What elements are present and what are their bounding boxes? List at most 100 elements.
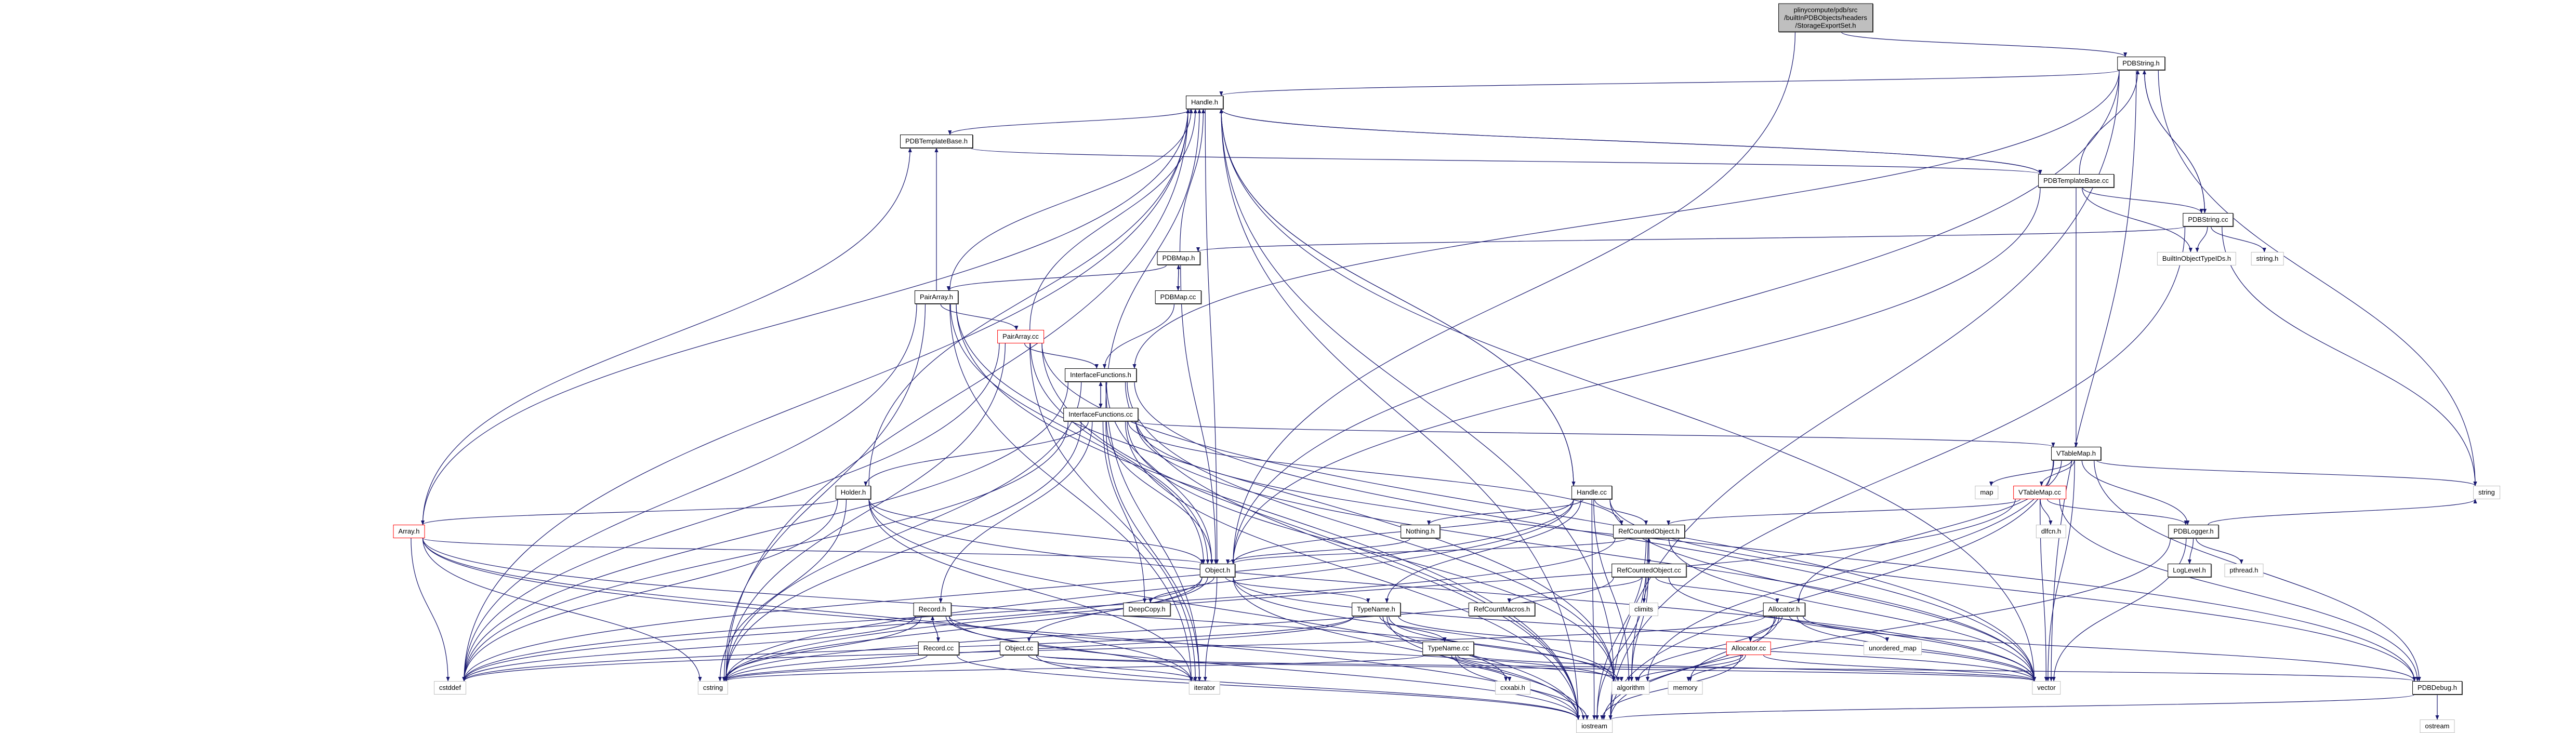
edge-interfacefunctions-h-to-cstring — [724, 381, 1082, 682]
edge-interfacefunctions-cc-to-cstddef — [462, 421, 1068, 682]
edge-object-h-to-deepcopy-h — [1148, 577, 1214, 603]
node-cstddef: cstddef — [434, 681, 466, 695]
node-refcountedobject-h[interactable]: RefCountedObject.h — [1613, 525, 1685, 538]
node-pdbmap-cc[interactable]: PDBMap.cc — [1155, 290, 1201, 304]
node-pdbdebug-h[interactable]: PDBDebug.h — [2412, 681, 2462, 695]
node-allocator-h[interactable]: Allocator.h — [1763, 603, 1805, 616]
node-algorithm: algorithm — [1611, 681, 1650, 695]
node-vector: vector — [2032, 681, 2061, 695]
node-object-h[interactable]: Object.h — [1199, 564, 1236, 577]
node-interfacefunctions-cc[interactable]: InterfaceFunctions.cc — [1063, 408, 1138, 421]
node-holder-h[interactable]: Holder.h — [835, 486, 871, 499]
edge-object-h-to-algorithm — [1233, 577, 1616, 682]
edge-record-h-to-cstring — [722, 616, 922, 682]
edge-pairarray-h-to-iterator — [949, 303, 1193, 682]
edge-pdblogger-h-to-vector — [2052, 538, 2187, 682]
edge-pdbtemplatebase-cc-to-pdbstring-cc — [2082, 187, 2203, 214]
node-pairarray-cc[interactable]: PairArray.cc — [997, 330, 1044, 343]
edge-interfacefunctions-cc-to-algorithm — [1127, 421, 1616, 682]
node-nothing-h[interactable]: Nothing.h — [1401, 525, 1440, 538]
edge-handle-h-to-pdbtemplatebase-h — [948, 109, 1192, 135]
edge-array-h-to-pdbtemplatebase-h — [422, 148, 912, 525]
edge-allocator-h-to-cstddef — [462, 616, 1766, 682]
edge-pdblogger-h-to-loglevel-h — [2187, 538, 2194, 564]
edge-object-h-to-typename-h — [1225, 577, 1370, 603]
edge-vtablemap-cc-to-cstring — [724, 499, 2016, 682]
edge-pdbtemplatebase-cc-to-builtinobjecttypeids-h — [2082, 187, 2192, 252]
edge-pdbmap-cc-to-interfacefunctions-h — [1102, 303, 1175, 369]
edge-allocator-h-to-unordered-map — [1789, 616, 1890, 642]
edge-pdbmap-h-to-object-h — [1180, 264, 1218, 564]
node-builtinobjecttypeids-h: BuiltInObjectTypeIDs.h — [2157, 252, 2237, 265]
node-typename-cc[interactable]: TypeName.cc — [1422, 642, 1474, 655]
edge-object-cc-to-iostream — [1036, 655, 1580, 720]
node-iterator: iterator — [1188, 681, 1221, 695]
node-ostream: ostream — [2420, 719, 2455, 733]
edge-record-cc-to-iostream — [956, 655, 1580, 720]
edge-pdbmap-h-to-handle-h — [1179, 109, 1206, 252]
edge-handle-h-to-pdbtemplatebase-cc — [1221, 109, 2042, 175]
edge-pairarray-cc-to-cstring — [724, 343, 1006, 682]
node-object-cc[interactable]: Object.cc — [999, 642, 1039, 655]
edge-object-cc-to-vector — [1036, 655, 2036, 682]
edge-typename-h-to-iostream — [1386, 616, 1586, 720]
node-pdbstring-cc[interactable]: PDBString.cc — [2183, 213, 2234, 226]
node-loglevel-h[interactable]: LogLevel.h — [2168, 564, 2211, 577]
node-record-h[interactable]: Record.h — [913, 603, 952, 616]
edge-object-h-to-cstddef — [462, 577, 1203, 682]
node-pdbtemplatebase-h[interactable]: PDBTemplateBase.h — [900, 135, 973, 148]
edge-vtablemap-cc-to-refcountedobject-h — [1667, 499, 2020, 525]
node-string: string — [2473, 486, 2500, 499]
node-vtablemap-cc[interactable]: VTableMap.cc — [2013, 486, 2066, 499]
node-vtablemap-h[interactable]: VTableMap.h — [2051, 447, 2101, 460]
node-refcountedobject-cc[interactable]: RefCountedObject.cc — [1611, 564, 1686, 577]
edge-pdbstring-cc-to-string-h — [2211, 226, 2266, 252]
edge-refcountedobject-h-to-object-h — [1231, 538, 1628, 564]
node-interfacefunctions-h[interactable]: InterfaceFunctions.h — [1065, 368, 1137, 382]
edge-pairarray-h-to-pairarray-cc — [940, 303, 1019, 330]
edge-interfacefunctions-cc-to-cstring — [724, 421, 1082, 682]
node-refcountmacros-h[interactable]: RefCountMacros.h — [1468, 603, 1536, 616]
edge-handle-h-to-algorithm — [1221, 109, 1616, 682]
edge-allocator-h-to-algorithm — [1636, 616, 1777, 682]
edge-root-to-object-h — [1231, 32, 1796, 564]
edge-holder-h-to-iterator — [868, 499, 1193, 682]
node-handle-cc[interactable]: Handle.cc — [1571, 486, 1612, 499]
node-array-h[interactable]: Array.h — [393, 525, 425, 538]
node-handle-h[interactable]: Handle.h — [1185, 96, 1224, 109]
edge-typename-cc-to-vector — [1471, 655, 2036, 682]
node-map: map — [1975, 486, 1999, 499]
edge-pdbstring-h-to-iostream — [1608, 70, 2120, 720]
node-allocator-cc[interactable]: Allocator.cc — [1726, 642, 1772, 655]
node-typename-h[interactable]: TypeName.h — [1352, 603, 1401, 616]
edge-holder-h-to-array-h — [421, 499, 838, 525]
node-pdbstring-h[interactable]: PDBString.h — [2117, 57, 2165, 70]
edge-pairarray-h-to-cstddef — [462, 303, 917, 682]
edge-interfacefunctions-h-to-algorithm — [1127, 381, 1616, 682]
node-record-cc[interactable]: Record.cc — [918, 642, 959, 655]
edge-object-cc-to-pdbdebug-h — [1036, 655, 2416, 682]
edge-refcountedobject-cc-to-allocator-h — [1655, 577, 1779, 603]
edge-refcountedobject-cc-to-cstring — [724, 577, 1614, 682]
node-pdbtemplatebase-cc[interactable]: PDBTemplateBase.cc — [2038, 174, 2114, 188]
edge-interfacefunctions-h-to-iterator — [1105, 381, 1201, 682]
root-node-storage-export-set[interactable]: plinycompute/pdb/src /builtInPDBObjects/… — [1778, 3, 1873, 32]
edge-pairarray-h-to-algorithm — [956, 303, 1616, 682]
edge-typename-h-to-typename-cc — [1379, 616, 1447, 642]
node-pairarray-h[interactable]: PairArray.h — [914, 290, 959, 304]
edge-typename-h-to-algorithm — [1388, 616, 1620, 682]
edge-pdbdebug-h-to-iostream — [1608, 694, 2415, 720]
edge-holder-h-to-vector — [868, 499, 2036, 682]
edge-array-h-to-cstring — [422, 538, 702, 682]
edge-object-cc-to-cstring — [724, 655, 1005, 682]
edge-handle-cc-to-iostream — [1591, 499, 1596, 720]
edge-record-h-to-iterator — [945, 616, 1193, 682]
node-string-h: string.h — [2251, 252, 2284, 265]
node-deepcopy-h[interactable]: DeepCopy.h — [1123, 603, 1171, 616]
node-pdbmap-h[interactable]: PDBMap.h — [1157, 251, 1200, 265]
edge-pairarray-cc-to-iterator — [1029, 343, 1197, 682]
edge-vtablemap-h-to-vector — [2046, 460, 2075, 682]
edge-object-h-to-iterator — [1203, 577, 1218, 682]
node-pdblogger-h[interactable]: PDBLogger.h — [2168, 525, 2219, 538]
edge-holder-h-to-object-h — [868, 499, 1204, 564]
